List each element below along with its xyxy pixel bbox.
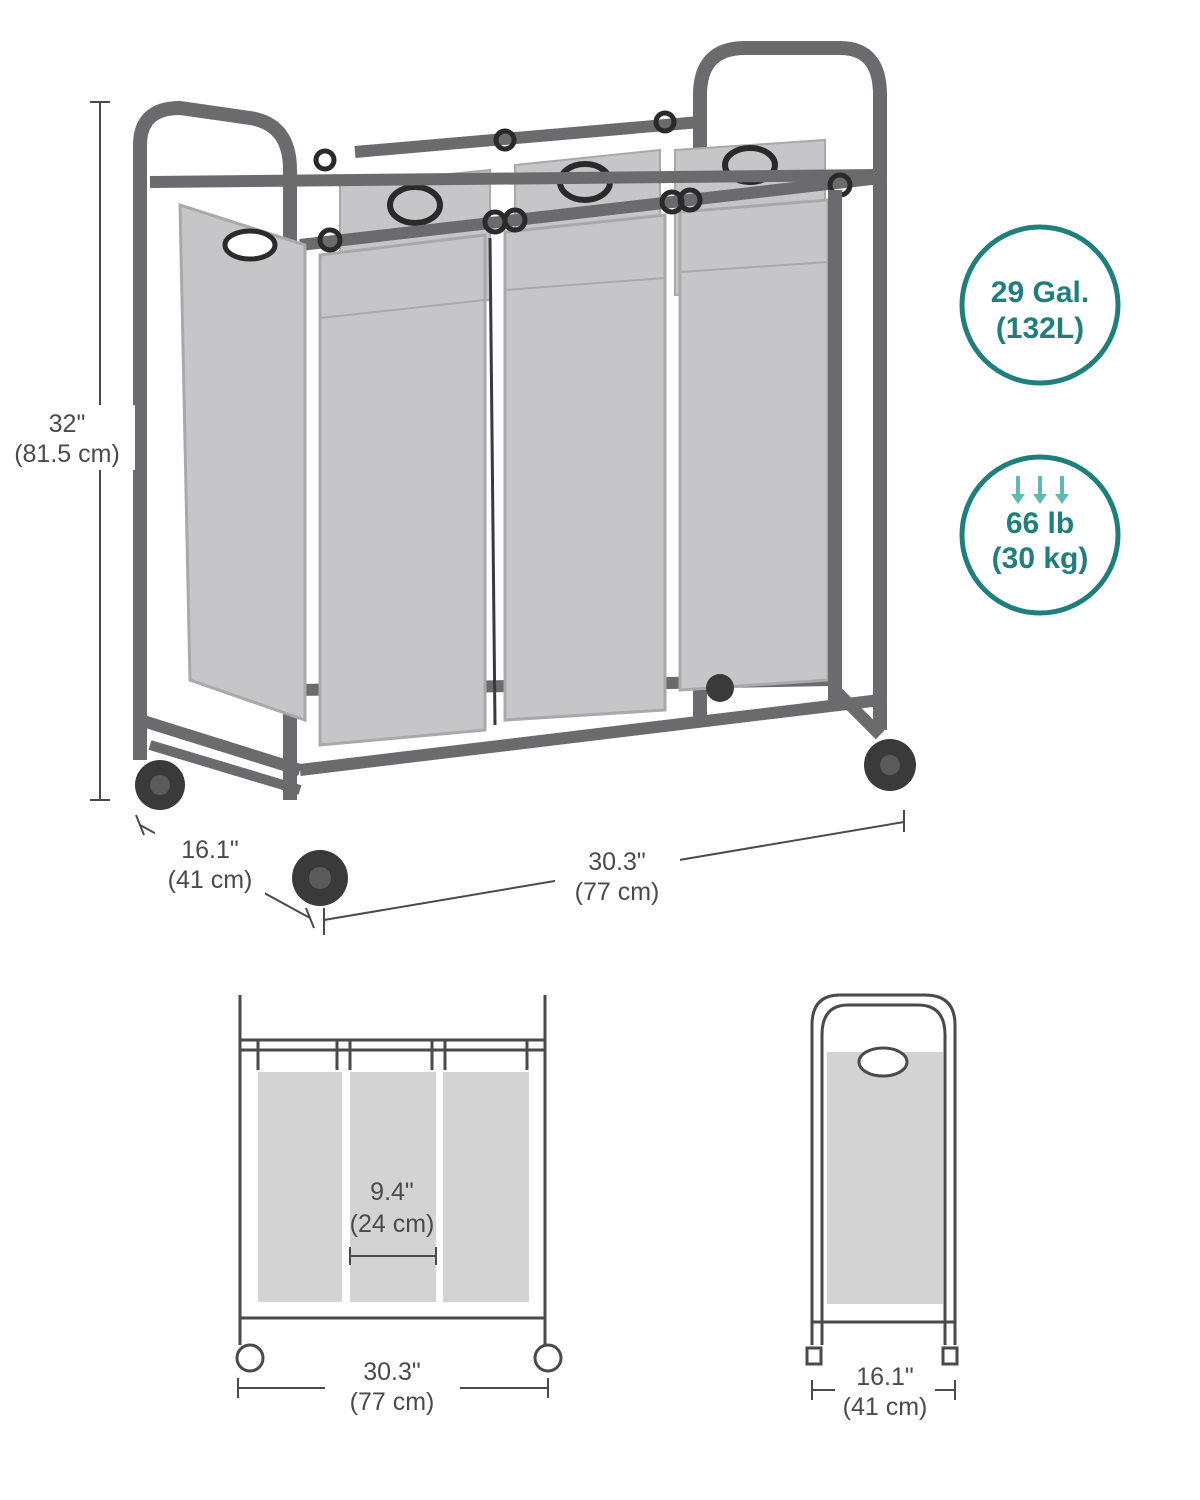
main-width-inch: 30.3" — [588, 848, 646, 876]
side-depth-dimension: 16.1" (41 cm) — [811, 1363, 956, 1430]
side-view-drawing — [805, 993, 959, 1366]
caster-wheel-icon — [135, 760, 185, 810]
front-view-bag — [350, 1072, 436, 1302]
bag-handle-cutout — [222, 228, 278, 262]
main-depth-inch: 16.1" — [181, 836, 239, 864]
laundry-sorter-cart — [133, 41, 916, 906]
front-left-handle-frame — [133, 100, 297, 800]
hook-ring — [653, 110, 677, 134]
main-height-cm: (81.5 cm) — [14, 440, 120, 468]
front-view-bag — [443, 1072, 529, 1302]
front-bottom-rail — [148, 740, 302, 795]
side-view-caster — [941, 1346, 959, 1366]
weight-down-arrows-icon — [1011, 476, 1069, 504]
capacity-line2: (132L) — [996, 312, 1084, 345]
caster-wheel-icon — [864, 739, 916, 791]
main-height-dimension: 32" (81.5 cm) — [0, 101, 135, 801]
middle-top-rail — [299, 172, 881, 251]
caster-wheel-icon — [292, 850, 348, 906]
front-bag-fourth — [678, 198, 830, 692]
caster-wheel-icon — [533, 1343, 563, 1373]
front-bottom-rail — [138, 714, 302, 776]
front-total-width-cm: (77 cm) — [350, 1388, 435, 1416]
back-bag-handle-loop — [387, 184, 443, 226]
capacity-line1: 29 Gal. — [991, 276, 1089, 309]
bag-seam — [679, 261, 829, 273]
main-width-dimension: 30.3" (77 cm) — [323, 810, 905, 935]
load-line2: (30 kg) — [992, 542, 1089, 575]
front-bag-width-dimension: 9.4" (24 cm) — [349, 1178, 437, 1265]
front-bag-third — [503, 213, 667, 722]
load-line1: 66 lb — [1006, 507, 1074, 540]
hook-ring — [502, 207, 528, 233]
load-badge: 66 lb (30 kg) — [959, 454, 1121, 616]
side-depth-inch: 16.1" — [856, 1363, 914, 1391]
front-bottom-rail — [299, 694, 881, 776]
caster-wheel-icon — [706, 674, 734, 702]
front-bag-width-inch: 9.4" — [370, 1178, 414, 1206]
hook-ring — [313, 148, 337, 172]
main-height-inch: 32" — [49, 410, 86, 438]
front-top-rail — [149, 169, 881, 188]
side-depth-cm: (41 cm) — [843, 1393, 928, 1421]
front-total-width-inch: 30.3" — [363, 1358, 421, 1386]
capacity-badge: 29 Gal. (132L) — [959, 224, 1121, 386]
bag-seam — [504, 277, 666, 291]
caster-wheel-icon — [235, 1343, 265, 1373]
main-width-cm: (77 cm) — [575, 878, 660, 906]
back-right-handle-frame — [693, 41, 887, 730]
back-top-rail — [354, 116, 701, 158]
side-bottom-rail — [830, 685, 885, 740]
hook-ring — [317, 227, 343, 253]
front-view-drawing — [235, 995, 563, 1373]
front-total-width-dimension: 30.3" (77 cm) — [237, 1358, 549, 1420]
front-middle-divider — [488, 237, 497, 726]
hook-ring — [493, 128, 517, 152]
front-bag-width-cm: (24 cm) — [350, 1210, 435, 1238]
front-view-bag — [258, 1072, 342, 1302]
front-bag-left — [178, 202, 307, 723]
side-view-handle-cutout — [857, 1046, 909, 1078]
main-depth-dimension: 16.1" (41 cm) — [135, 814, 315, 929]
side-view-caster — [805, 1346, 823, 1366]
main-depth-cm: (41 cm) — [168, 866, 253, 894]
front-bag-second — [318, 233, 487, 747]
hook-ring — [677, 187, 703, 213]
side-view-bag — [827, 1052, 943, 1304]
bag-seam — [319, 299, 486, 319]
